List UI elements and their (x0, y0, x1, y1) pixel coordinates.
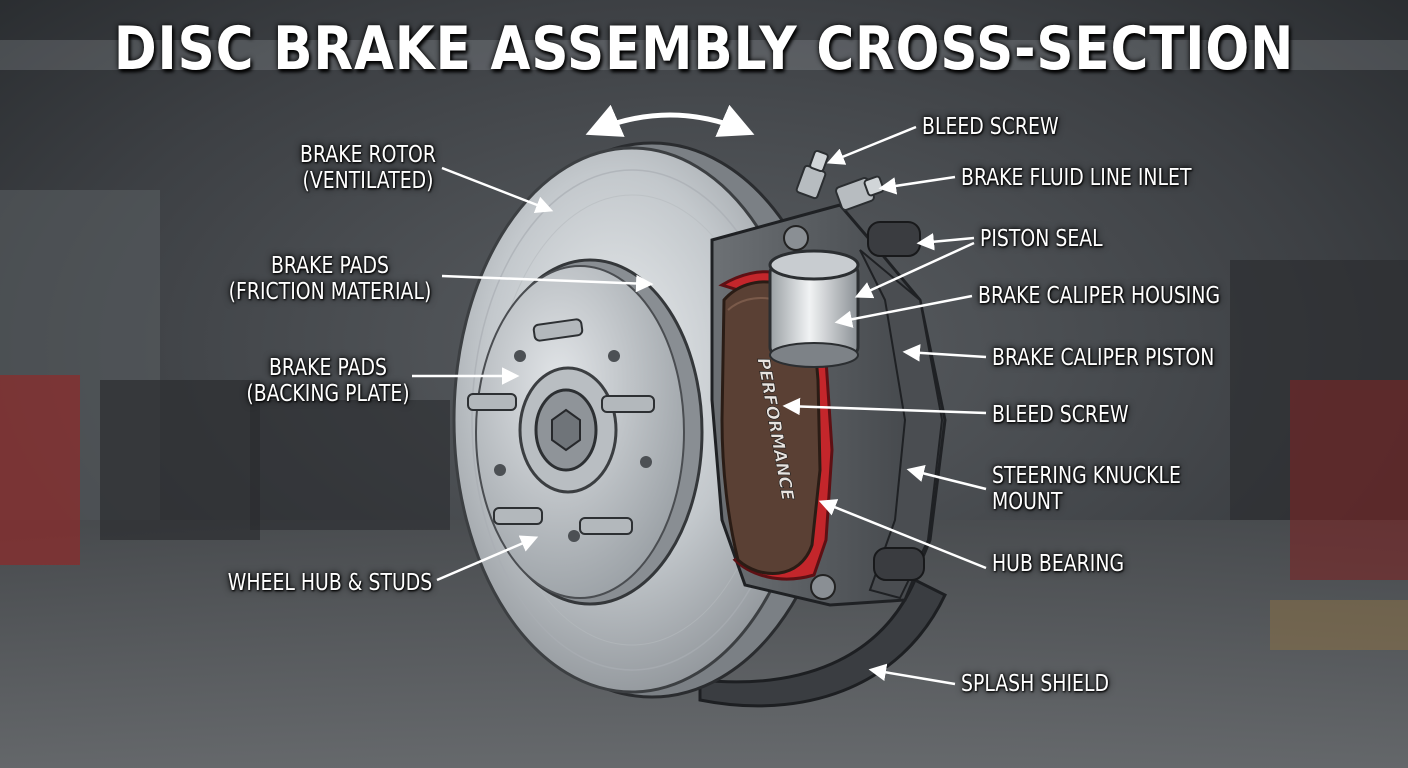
label-line: (VENTILATED) (302, 168, 434, 194)
label-line: STEERING KNUCKLE (992, 463, 1181, 489)
label-brake-pads-backing: BRAKE PADS (BACKING PLATE) (230, 355, 427, 407)
caliper-piston (768, 249, 860, 368)
wheel-hub (475, 258, 704, 606)
label-line: WHEEL HUB & STUDS (227, 570, 433, 596)
label-hub-bearing: HUB BEARING (992, 551, 1124, 577)
label-brake-fluid-line-inlet: BRAKE FLUID LINE INLET (961, 165, 1191, 191)
label-splash-shield: SPLASH SHIELD (961, 671, 1109, 697)
label-line: BRAKE CALIPER HOUSING (978, 283, 1221, 309)
label-piston-seal: PISTON SEAL (980, 226, 1103, 252)
bleed-screw-fitting (795, 149, 829, 200)
label-line: BLEED SCREW (992, 402, 1129, 428)
label-line: PISTON SEAL (980, 226, 1103, 252)
label-brake-pads-friction: BRAKE PADS (FRICTION MATERIAL) (223, 253, 436, 305)
label-line: HUB BEARING (992, 551, 1125, 577)
label-brake-caliper-piston: BRAKE CALIPER PISTON (992, 345, 1214, 371)
label-line: BRAKE CALIPER PISTON (992, 345, 1215, 371)
label-line: (BACKING PLATE) (246, 381, 410, 407)
label-bleed-screw-mid: BLEED SCREW (992, 402, 1129, 428)
label-line: SPLASH SHIELD (961, 671, 1110, 697)
label-brake-caliper-housing: BRAKE CALIPER HOUSING (978, 283, 1220, 309)
label-line: BRAKE FLUID LINE INLET (961, 165, 1192, 191)
label-wheel-hub-studs: WHEEL HUB & STUDS (215, 570, 445, 596)
label-bleed-screw-top: BLEED SCREW (922, 114, 1059, 140)
label-line: BRAKE PADS (268, 355, 388, 381)
label-brake-rotor: BRAKE ROTOR (VENTILATED) (286, 142, 450, 194)
label-line: BRAKE PADS (270, 253, 390, 279)
splash-shield (698, 577, 947, 708)
label-line: BLEED SCREW (922, 114, 1059, 140)
label-line: (FRICTION MATERIAL) (228, 279, 432, 305)
leader-lines (412, 125, 987, 686)
label-line: MOUNT (992, 489, 1063, 515)
rotation-arrow (585, 104, 755, 137)
wheel-studs (467, 318, 655, 535)
label-steering-knuckle-mount: STEERING KNUCKLE MOUNT (992, 463, 1181, 515)
page-title: DISC BRAKE ASSEMBLY CROSS-SECTION (113, 14, 1295, 84)
label-line: BRAKE ROTOR (300, 142, 436, 168)
